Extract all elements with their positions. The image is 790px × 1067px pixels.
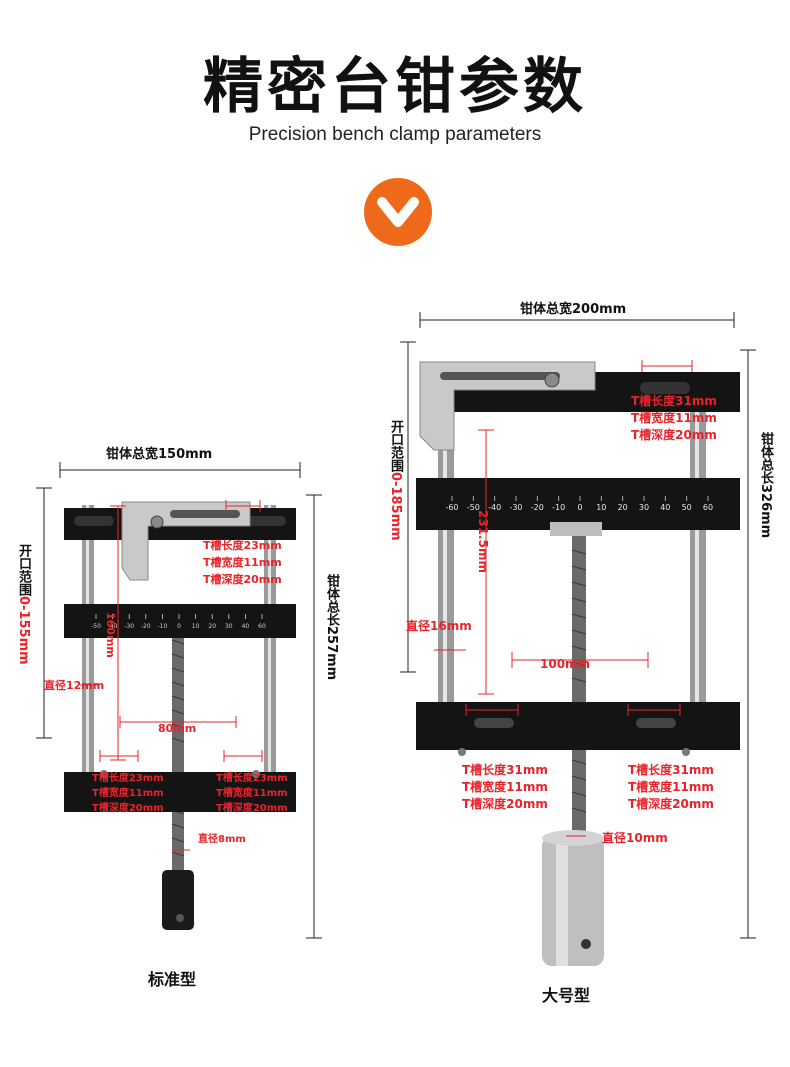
large-scale-label: 60 <box>703 503 713 512</box>
large-scale-label: -20 <box>531 503 544 512</box>
standard-scale-label: -40 <box>108 623 118 630</box>
large-scale-label: 20 <box>618 503 628 512</box>
large-slot-bl-length: T槽长度31mm <box>462 763 548 777</box>
large-rod-diameter: 直径16mm <box>406 619 472 633</box>
large-total-width: 钳体总宽200mm <box>520 302 627 317</box>
large-scale-label: -40 <box>488 503 501 512</box>
large-scale-label: 40 <box>660 503 670 512</box>
large-slot-bl-width: T槽宽度11mm <box>462 780 548 794</box>
standard-slot-br-depth: T槽深度20mm <box>216 803 288 814</box>
standard-opening-value: 0-155mm <box>16 596 31 665</box>
standard-opening-range: 开口范围0-155mm <box>14 544 32 665</box>
large-scale-label: -50 <box>467 503 480 512</box>
large-scale-label: -60 <box>445 503 458 512</box>
standard-slot-br-length: T槽长度23mm <box>216 773 288 784</box>
standard-scale-label: 0 <box>177 623 181 630</box>
large-slot-bottom-left-specs: T槽长度31mm T槽宽度11mm T槽深度20mm <box>462 762 548 813</box>
large-scale-label: 50 <box>682 503 692 512</box>
large-rod-spacing: 100mm <box>540 657 591 671</box>
large-opening-range: 开口范围0-185mm <box>386 420 404 541</box>
large-clamp-drawing: -60 -50 -40 -30 -20 -10 0 10 20 30 40 50 60 <box>400 312 756 966</box>
standard-rod-spacing: 80mm <box>158 722 197 735</box>
standard-clamp-drawing: -50 -40 -30 -20 -10 0 10 20 30 40 60 <box>36 462 322 939</box>
large-slot-br-depth: T槽深度20mm <box>628 797 714 811</box>
large-total-length: 钳体总长326mm <box>758 432 773 539</box>
standard-scale-label: -10 <box>157 623 167 630</box>
standard-scale-label: 60 <box>258 623 266 630</box>
large-slot-top-length: T槽长度31mm <box>631 394 717 408</box>
standard-screw-diameter: 直径8mm <box>198 834 246 845</box>
large-slot-bl-depth: T槽深度20mm <box>462 797 548 811</box>
standard-slot-top-specs: T槽长度23mm T槽宽度11mm T槽深度20mm <box>203 537 282 588</box>
standard-slot-bl-width: T槽宽度11mm <box>92 788 164 799</box>
large-slot-br-width: T槽宽度11mm <box>628 780 714 794</box>
standard-slot-br-width: T槽宽度11mm <box>216 788 288 799</box>
standard-slot-top-depth: T槽深度20mm <box>203 573 282 586</box>
large-inner-depth: 231.5mm <box>476 510 490 573</box>
standard-slot-bl-length: T槽长度23mm <box>92 773 164 784</box>
standard-scale-label: 30 <box>225 623 233 630</box>
standard-slot-top-length: T槽长度23mm <box>203 539 282 552</box>
standard-slot-bottom-left-specs: T槽长度23mm T槽宽度11mm T槽深度20mm <box>92 771 164 816</box>
standard-inner-depth: 160mm <box>104 612 117 658</box>
standard-scale-label: 10 <box>192 623 200 630</box>
chevron-down-icon <box>377 197 419 227</box>
standard-opening-label: 开口范围 <box>16 544 31 596</box>
large-scale-label: 10 <box>596 503 606 512</box>
large-scale-label: -10 <box>552 503 565 512</box>
standard-scale-label: 20 <box>208 623 216 630</box>
large-opening-label: 开口范围 <box>388 420 403 472</box>
large-screw-diameter: 直径10mm <box>602 831 668 845</box>
standard-scale-label: -20 <box>141 623 151 630</box>
large-opening-value: 0-185mm <box>388 472 403 541</box>
large-slot-bottom-right-specs: T槽长度31mm T槽宽度11mm T槽深度20mm <box>628 762 714 813</box>
standard-total-length: 钳体总长257mm <box>324 574 339 681</box>
large-slot-top-specs: T槽长度31mm T槽宽度11mm T槽深度20mm <box>631 393 717 444</box>
standard-rod-diameter: 直径12mm <box>44 679 105 692</box>
down-badge <box>364 178 432 246</box>
large-slot-top-width: T槽宽度11mm <box>631 411 717 425</box>
standard-scale-label: -30 <box>124 623 134 630</box>
large-slot-top-depth: T槽深度20mm <box>631 428 717 442</box>
page-subtitle: Precision bench clamp parameters <box>248 124 542 145</box>
standard-slot-top-width: T槽宽度11mm <box>203 556 282 569</box>
large-scale-label: -30 <box>509 503 522 512</box>
standard-total-width: 钳体总宽150mm <box>106 447 213 462</box>
large-caption: 大号型 <box>542 986 591 1005</box>
large-scale-label: 0 <box>577 503 582 512</box>
standard-scale-label: 40 <box>242 623 250 630</box>
standard-scale-label: -50 <box>91 623 101 630</box>
large-slot-br-length: T槽长度31mm <box>628 763 714 777</box>
standard-slot-bl-depth: T槽深度20mm <box>92 803 164 814</box>
page-title: 精密台钳参数 <box>203 52 587 122</box>
standard-caption: 标准型 <box>148 970 197 989</box>
large-scale-label: 30 <box>639 503 649 512</box>
standard-slot-bottom-right-specs: T槽长度23mm T槽宽度11mm T槽深度20mm <box>216 771 288 816</box>
